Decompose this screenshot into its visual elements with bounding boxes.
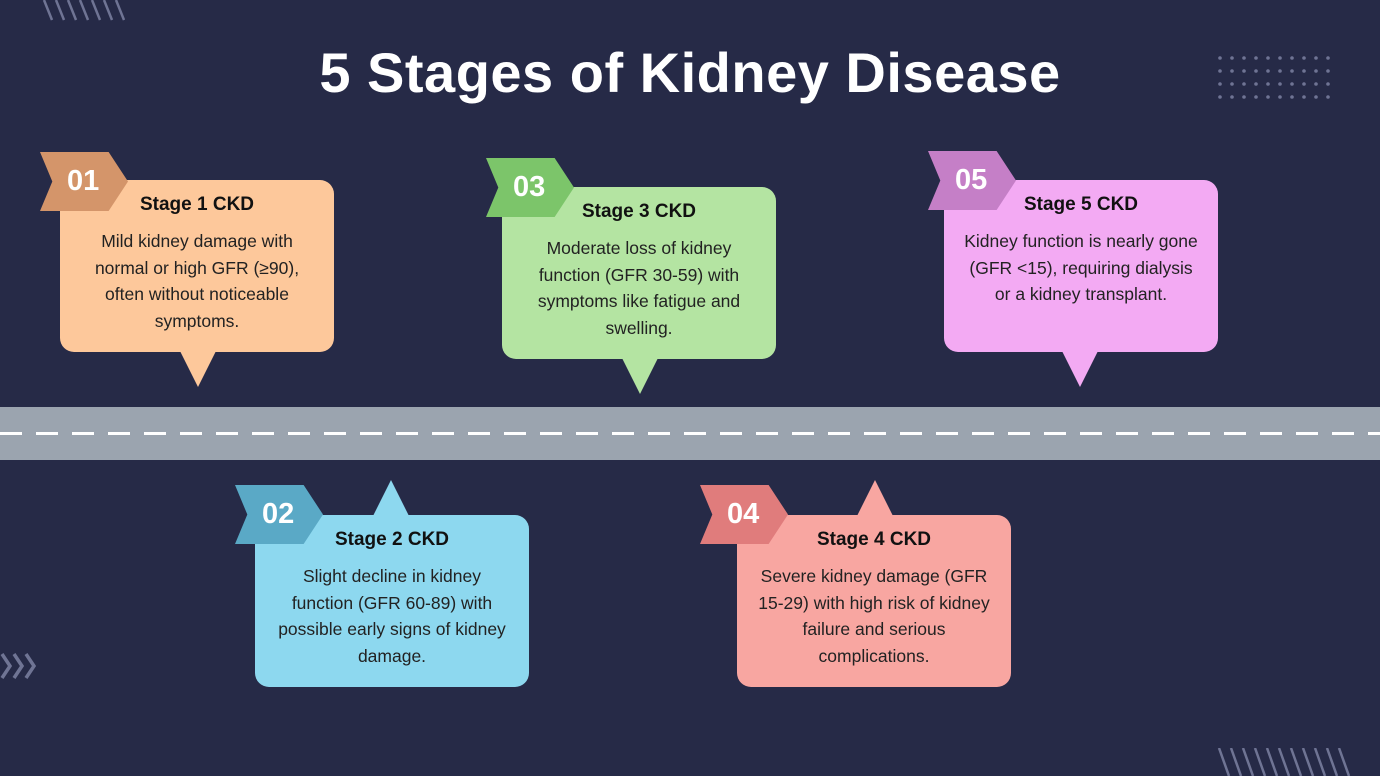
stage-title: Stage 2 CKD [334, 529, 450, 550]
stage-description: Kidney function is nearly gone (GFR <15)… [964, 231, 1198, 304]
callout-pointer [1062, 351, 1098, 387]
dot-grid-decoration [1218, 56, 1330, 99]
callout-pointer [622, 358, 658, 394]
stage-description: Moderate loss of kidney function (GFR 30… [537, 238, 741, 338]
stage-title: Stage 1 CKD [139, 194, 255, 215]
stage-description: Severe kidney damage (GFR 15-29) with hi… [758, 566, 990, 666]
diagonal-lines-decoration [1217, 748, 1351, 776]
callout-pointer [857, 480, 893, 516]
callout-pointer [180, 351, 216, 387]
stage-description: Slight decline in kidney function (GFR 6… [278, 566, 506, 666]
stage-number-badge: 03 [486, 158, 574, 217]
stage-number-badge: 05 [928, 151, 1016, 210]
stage-title: Stage 5 CKD [1023, 194, 1139, 215]
stage-number-badge: 02 [235, 485, 323, 544]
diagonal-lines-decoration [42, 0, 125, 21]
stage-number-badge: 01 [40, 152, 128, 211]
callout-pointer [373, 480, 409, 516]
stage-description: Mild kidney damage with normal or high G… [94, 231, 300, 331]
stage-title: Stage 4 CKD [816, 529, 932, 550]
stage-number-badge: 04 [700, 485, 788, 544]
page-title: 5 Stages of Kidney Disease [319, 41, 1061, 104]
stage-title: Stage 3 CKD [581, 201, 697, 222]
chevrons-decoration [0, 653, 37, 679]
stage-card-4: Stage 4 CKD Severe kidney damage (GFR 15… [737, 480, 1011, 687]
road-center-line [0, 432, 1380, 435]
